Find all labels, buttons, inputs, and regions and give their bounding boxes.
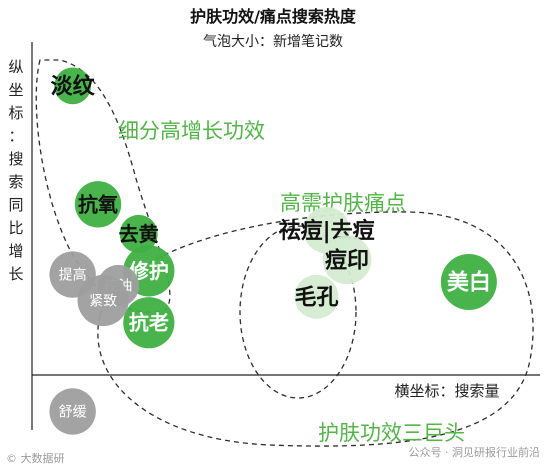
bubble-1: 抗氧: [74, 181, 122, 228]
bubble-label: 提高: [59, 267, 87, 284]
y-axis-label-text: 纵坐标：搜索同比增长: [8, 58, 23, 283]
group-label-high-growth: 细分高增长功效: [118, 119, 265, 143]
bubble-label: 淡纹: [51, 74, 96, 100]
bubble-label: 紧致: [89, 293, 117, 309]
group-label-pain-points: 高需护肤痛点: [280, 191, 406, 215]
bubble-label: 舒缓: [59, 404, 87, 420]
bubble-2: 去黄: [119, 214, 159, 253]
bubble-8: 舒缓: [49, 388, 96, 435]
bubble-10: 痘印: [322, 235, 372, 285]
y-axis-label: 纵坐标：搜索同比增长: [8, 58, 23, 283]
x-axis-label: 横坐标：搜索量: [394, 382, 499, 400]
bubble-circle: [119, 214, 158, 253]
bubble-label: 毛孔: [294, 286, 338, 311]
bubble-circle: [294, 274, 339, 319]
bubble-circle: [77, 274, 129, 327]
watermark-right: 公众号 · 洞见研报行业前沿: [409, 445, 541, 459]
bubble-label: 去黄: [119, 222, 159, 246]
bubble-circle: [49, 388, 96, 435]
group-outline-pain-points: [239, 225, 357, 399]
bubble-circle: [440, 254, 497, 310]
bubble-11: 毛孔: [294, 274, 339, 319]
bubble-label: 美白: [447, 270, 491, 296]
group-label-three-giants: 护肤功效三巨头: [318, 421, 465, 445]
bubble-0: 淡纹: [51, 67, 96, 105]
bubble-circle: [123, 297, 175, 349]
group-outline-three-giants: [97, 211, 534, 447]
bubble-4: 抗老: [123, 297, 175, 349]
bubble-circle: [74, 181, 122, 228]
bubble-circle: [54, 67, 92, 105]
watermark-left: © 大数据研: [6, 451, 65, 465]
bubble-label: 抗老: [129, 311, 169, 335]
chart-title: 护肤功效/痛点搜索热度: [190, 7, 357, 26]
chart-subtitle: 气泡大小：新增笔记数: [203, 34, 343, 50]
bubble-label: 痘印: [325, 248, 369, 274]
bubble-7: 紧致: [77, 274, 129, 327]
bubble-circle: [322, 235, 372, 285]
bubble-12: 美白: [440, 254, 497, 310]
bubble-label: 抗氧: [78, 192, 118, 216]
